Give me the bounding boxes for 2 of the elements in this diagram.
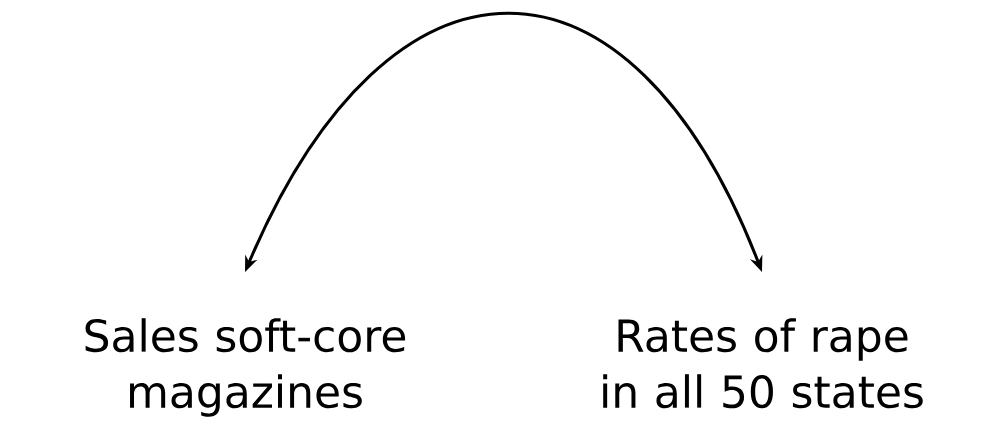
- text-label: Sales soft-core magazines: [85, 318, 406, 417]
- text-label: Rates of rape in all 50 states: [603, 318, 923, 409]
